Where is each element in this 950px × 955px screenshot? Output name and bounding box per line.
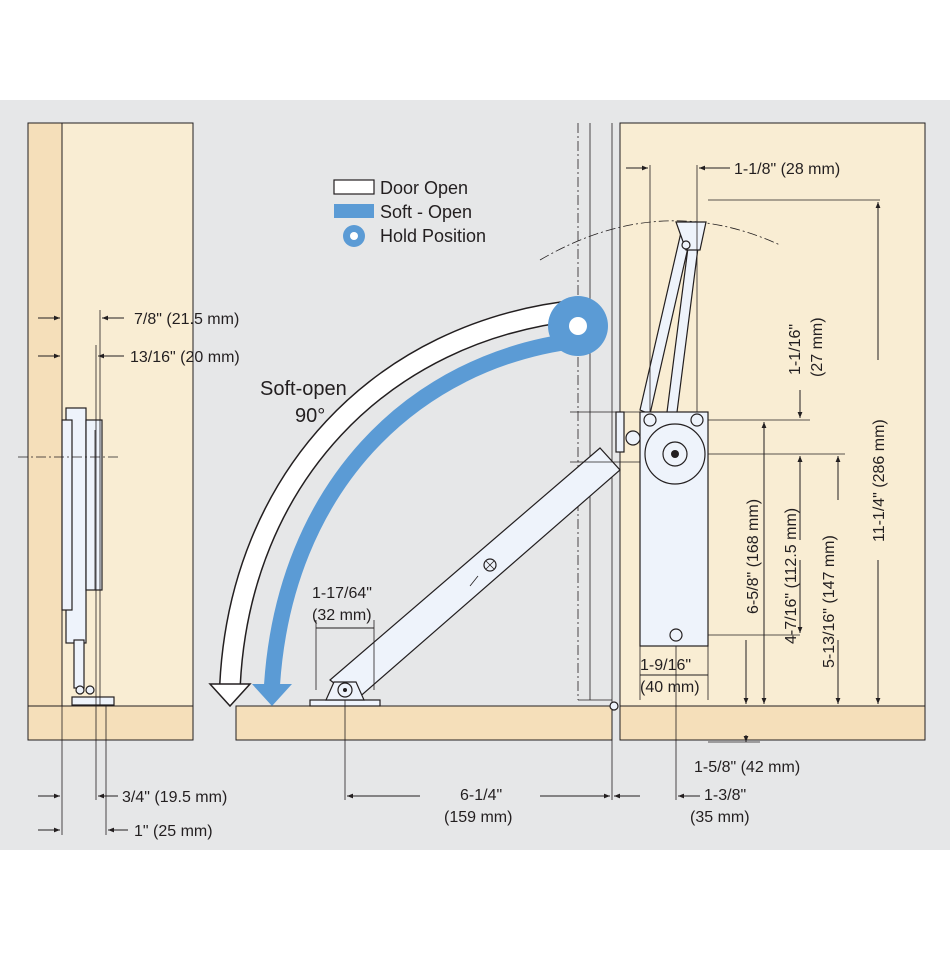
- dim-13-16: 13/16" (20 mm): [130, 349, 240, 366]
- dim-1-1-8: 1-1/8" (28 mm): [734, 161, 840, 178]
- arc-label-line1: Soft-open: [260, 378, 347, 400]
- dim-1-3-8-b: (35 mm): [690, 809, 750, 826]
- legend: Door Open Soft - Open Hold Position: [333, 178, 486, 247]
- legend-soft-open-label: Soft - Open: [380, 202, 472, 222]
- soft-open-arrow: [264, 332, 581, 686]
- right-main-view: [235, 122, 926, 800]
- bottom-dimensions: 1-17/64" (32 mm) 6-1/4" (159 mm) 1-3/8" …: [312, 585, 750, 826]
- left-hinge-profile: [18, 407, 118, 706]
- legend-soft-open-swatch: [334, 204, 374, 218]
- dim-1-1-16-b: (27 mm): [809, 317, 826, 377]
- dim-1-17-64-a: 1-17/64": [312, 585, 372, 602]
- arc-label-line2: 90°: [295, 405, 325, 427]
- dim-1-17-64-b: (32 mm): [312, 607, 372, 624]
- door-pivot-point: [609, 701, 619, 711]
- right-bottom-shelf: [619, 705, 926, 741]
- dim-6-5-8: 6-5/8" (168 mm): [745, 499, 762, 614]
- dim-4-7-16: 4-7/16" (112.5 mm): [783, 508, 800, 644]
- dim-1-5-8: 1-5/8" (42 mm): [694, 759, 800, 776]
- left-side-wall: [27, 122, 63, 741]
- dim-1-1-16-a: 1-1/16": [787, 324, 804, 375]
- dim-11-1-4: 11-1/4" (286 mm): [871, 419, 888, 542]
- legend-door-open-label: Door Open: [380, 178, 468, 198]
- right-dimensions: 1-1/8" (28 mm) 1-1/16" (27 mm) 6-5/8" (1…: [626, 161, 888, 776]
- dim-1: 1" (25 mm): [134, 823, 213, 840]
- hinge-linkage: [309, 221, 709, 707]
- dim-1-9-16-b: (40 mm): [640, 679, 700, 696]
- dim-7-8: 7/8" (21.5 mm): [134, 311, 239, 328]
- dim-5-13-16: 5-13/16" (147 mm): [821, 535, 838, 668]
- legend-door-open-swatch: [333, 179, 375, 195]
- dim-1-3-8-a: 1-3/8": [704, 787, 746, 804]
- legend-hold-position-label: Hold Position: [380, 226, 486, 246]
- dim-6-1-4-a: 6-1/4": [460, 787, 502, 804]
- dim-6-1-4-b: (159 mm): [444, 809, 512, 826]
- center-bottom-shelf: [235, 705, 613, 741]
- soft-open-arc: Soft-open 90°: [208, 296, 608, 708]
- left-side-view: 7/8" (21.5 mm) 13/16" (20 mm) 3/4" (19.5…: [18, 122, 240, 840]
- left-bottom-shelf: [27, 705, 194, 741]
- dim-3-4: 3/4" (19.5 mm): [122, 789, 227, 806]
- dim-1-9-16-a: 1-9/16": [640, 657, 691, 674]
